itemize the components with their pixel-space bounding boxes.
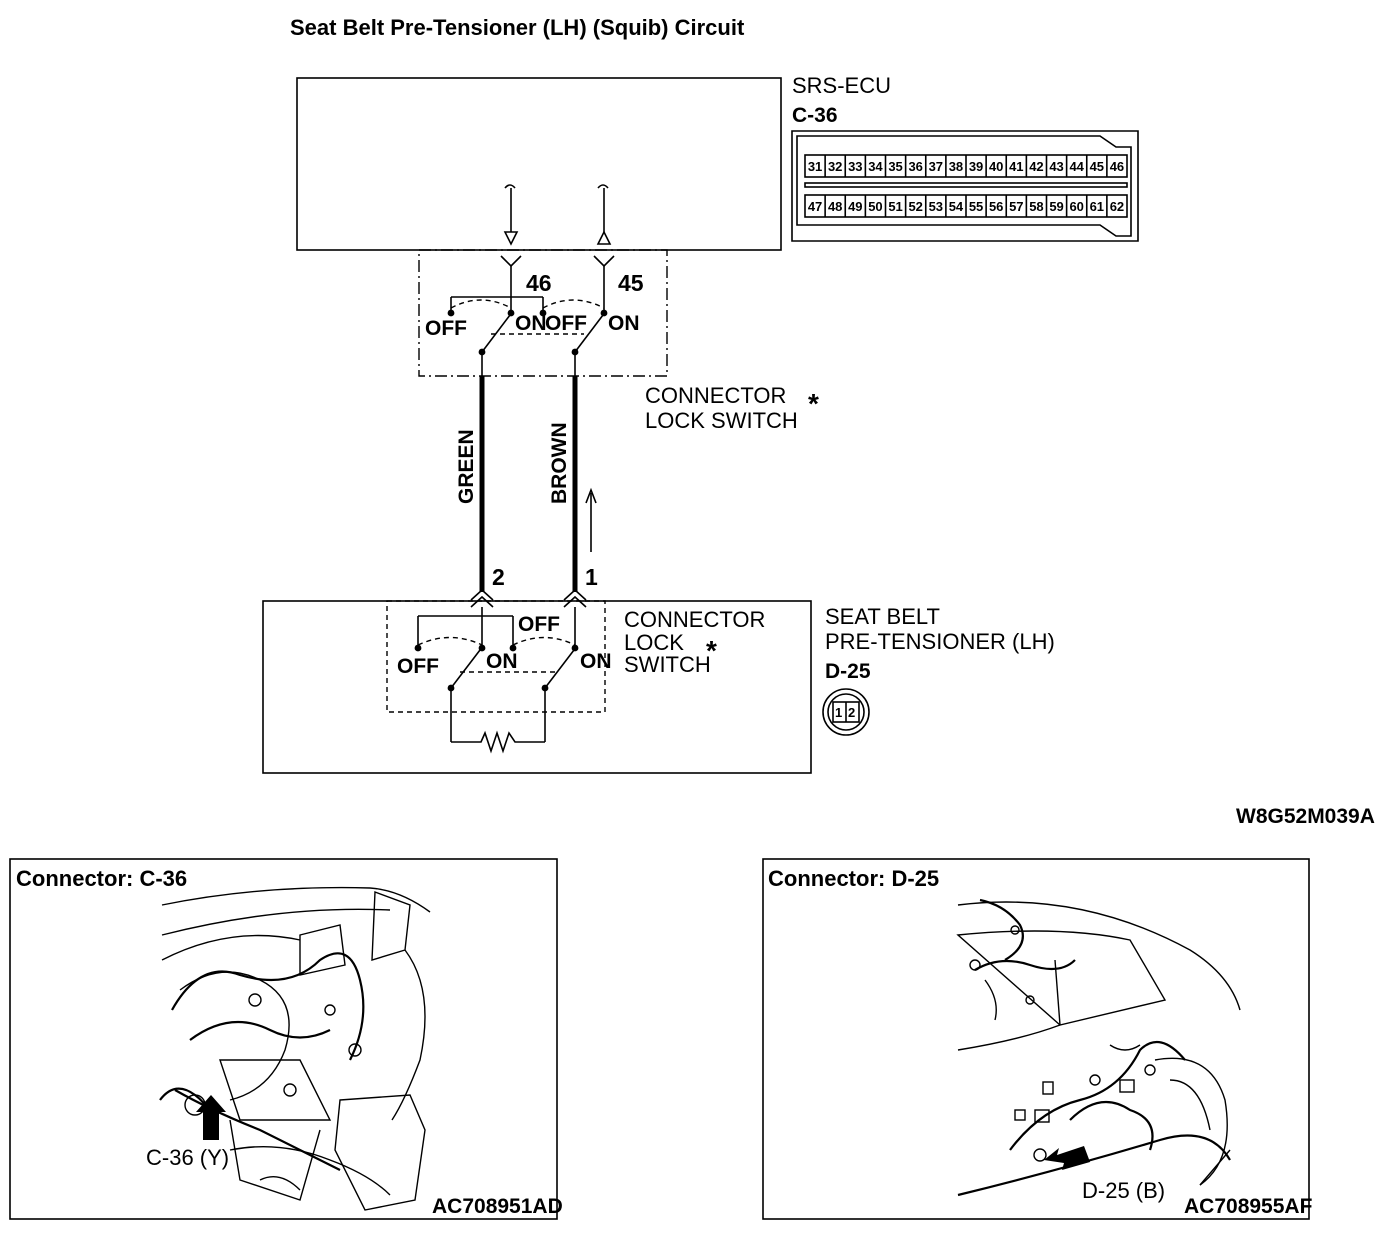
c36-pin-57: 57 [1009,199,1023,214]
c36-pin-35: 35 [888,159,902,174]
ecu-terminal-pins [500,255,615,310]
diagram-title: Seat Belt Pre-Tensioner (LH) (Squib) Cir… [290,15,745,40]
brown-wire-label: BROWN [548,422,571,504]
top-lock-switch-label-2: LOCK SWITCH [645,408,798,433]
dashboard-harness-illustration [159,886,431,1211]
c36-pins-row2: 47 48 49 50 51 52 53 54 55 56 57 58 59 60 61 62 [808,195,1124,217]
rear-body-harness-illustration [956,898,1241,1197]
pretensioner-label-2: PRE-TENSIONER (LH) [825,629,1055,654]
panel-c36-code: AC708951AD [432,1195,563,1218]
pretensioner-label-1: SEAT BELT [825,604,940,629]
c36-pin-38: 38 [949,159,963,174]
c36-pin-32: 32 [828,159,842,174]
panel-c36-title: Connector: C-36 [16,866,187,891]
srs-ecu-box [296,77,782,251]
c36-pin-45: 45 [1090,159,1104,174]
pretensioner-terminal-2: 2 [492,564,505,590]
c36-pin-48: 48 [828,199,842,214]
c36-pins-row1: 31 32 33 34 35 36 37 38 39 40 41 42 43 44 45 46 [808,155,1124,177]
bottom-switch-on-right: ON [580,650,612,673]
ecu-terminal-45: 45 [618,270,644,296]
ecu-internal-lines [503,184,612,246]
c36-pin-61: 61 [1090,199,1104,214]
panel-c36-frame [9,858,558,1220]
c36-pin-33: 33 [848,159,862,174]
c36-pin-56: 56 [989,199,1003,214]
c36-pin-39: 39 [969,159,983,174]
top-lock-switch-label-1: CONNECTOR [645,383,786,408]
c36-pin-53: 53 [929,199,943,214]
panel-d25-frame [762,858,1310,1220]
bottom-switch-off-left: OFF [397,655,439,678]
c36-connector-face: 31 32 33 34 35 36 37 38 39 40 41 42 43 44 45 46 47 48 49 5… [791,130,1139,242]
c36-pin-58: 58 [1029,199,1043,214]
c36-pin-55: 55 [969,199,983,214]
bottom-lock-switch-boundary [386,600,606,713]
top-switch-on-left: ON [515,312,547,335]
c36-pin-51: 51 [888,199,902,214]
bottom-switch-off-right: OFF [518,613,560,636]
d25-connector-face: 1 2 [822,688,870,736]
c36-pin-49: 49 [848,199,862,214]
pretensioner-connector-id: D-25 [825,660,871,683]
current-direction-arrow [585,487,597,552]
top-switch-off-right: OFF [545,312,587,335]
d25-callout-arrow [1044,1146,1090,1170]
green-wire-label: GREEN [455,429,478,504]
c36-pin-36: 36 [908,159,922,174]
figure-code: W8G52M039A [1236,805,1375,828]
bottom-lock-switch-label-3: SWITCH [624,652,711,677]
d25-pin-2: 2 [848,705,855,720]
c36-pin-43: 43 [1049,159,1063,174]
panel-d25-title: Connector: D-25 [768,866,939,891]
c36-pin-50: 50 [868,199,882,214]
top-lock-switch-boundary [418,249,668,377]
c36-pin-40: 40 [989,159,1003,174]
c36-callout-arrow [196,1095,226,1140]
pretensioner-terminal-1: 1 [585,564,598,590]
c36-pin-44: 44 [1069,159,1084,174]
c36-pin-34: 34 [868,159,883,174]
c36-pin-46: 46 [1110,159,1124,174]
bottom-lock-switch-asterisk: * [706,635,717,666]
top-switch-on-right: ON [608,312,640,335]
c36-pin-60: 60 [1069,199,1083,214]
bottom-switch-on-left: ON [486,650,518,673]
c36-pin-31: 31 [808,159,822,174]
pretensioner-terminal-pins [470,588,587,608]
ecu-name: SRS-ECU [792,73,891,98]
panel-d25-callout: D-25 (B) [1082,1178,1165,1203]
bottom-lock-switch-label-1: CONNECTOR [624,607,765,632]
top-switch-contacts [447,296,608,376]
c36-pin-52: 52 [908,199,922,214]
c36-pin-41: 41 [1009,159,1023,174]
bottom-switch-contacts [414,607,579,754]
d25-pin-1: 1 [835,705,842,720]
c36-pin-59: 59 [1049,199,1063,214]
panel-d25-code: AC708955AF [1184,1195,1313,1218]
pretensioner-box [262,600,812,774]
c36-pin-47: 47 [808,199,822,214]
c36-pin-37: 37 [929,159,943,174]
ecu-terminal-46: 46 [526,270,552,296]
c36-pin-54: 54 [949,199,964,214]
top-switch-off-left: OFF [425,317,467,340]
top-lock-switch-asterisk: * [808,388,819,419]
c36-pin-62: 62 [1110,199,1124,214]
panel-c36-callout: C-36 (Y) [146,1145,229,1170]
c36-pin-42: 42 [1029,159,1043,174]
ecu-connector-id: C-36 [792,104,838,127]
bottom-lock-switch-label-2: LOCK [624,630,684,655]
